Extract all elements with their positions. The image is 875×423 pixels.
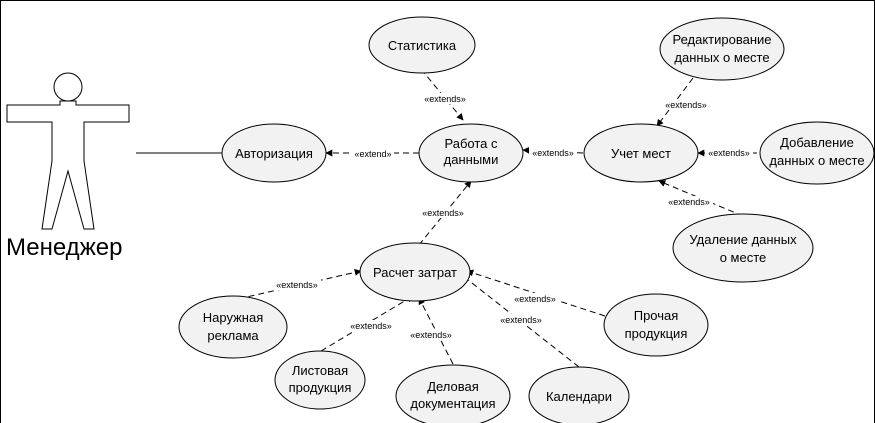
actor-body [6, 100, 130, 230]
use-case-udalen[interactable]: Удаление данных о месте [672, 213, 814, 283]
stereo-uchet: «extends» [532, 148, 574, 158]
stereo-redakt: «extends» [665, 100, 707, 110]
use-case-label: Прочая [634, 308, 679, 323]
use-case-label: документация [410, 396, 495, 411]
use-case-kalend[interactable]: Календари [528, 366, 630, 423]
use-case-label: Календари [546, 389, 612, 404]
use-case-label: Листовая [292, 363, 348, 378]
stereo-statistika: «extends» [424, 94, 466, 104]
stereo-udalen: «extends» [668, 197, 710, 207]
stereotype-labels: «extends» «extend» «extends» «extends» «… [273, 93, 753, 340]
use-case-label: данными [444, 152, 499, 167]
use-case-raschet[interactable]: Расчет затрат [359, 242, 471, 302]
use-case-avtorizatsiya[interactable]: Авторизация [221, 123, 327, 183]
stereo-listov: «extends» [350, 321, 392, 331]
use-case-label: данных о месте [674, 50, 769, 65]
rel-naruzh-raschet [228, 268, 362, 302]
use-case-label: Авторизация [235, 146, 313, 161]
use-case-naruzh[interactable]: Наружная реклама [178, 295, 288, 359]
stereo-avtorizatsiya: «extend» [354, 149, 391, 159]
use-case-label: Учет мест [611, 146, 671, 161]
rel-delov-raschet [418, 297, 454, 365]
stereo-delov: «extends» [410, 330, 452, 340]
use-case-redakt[interactable]: Редактирование данных о месте [659, 17, 785, 81]
stereo-prochaya: «extends» [514, 294, 556, 304]
use-case-label: Работа с [444, 136, 498, 151]
use-case-label: данных о месте [769, 153, 864, 168]
use-case-dobavl[interactable]: Добавление данных о месте [759, 121, 874, 185]
use-case-label: продукция [625, 326, 688, 341]
use-case-label: продукция [289, 380, 352, 395]
use-case-delov[interactable]: Деловая документация [395, 364, 511, 423]
use-case-label: Деловая [427, 379, 479, 394]
use-case-prochaya[interactable]: Прочая продукция [603, 293, 709, 357]
actor-figure[interactable] [6, 72, 130, 230]
use-case-uchet[interactable]: Учет мест [583, 123, 699, 183]
stereo-raschet: «extends» [422, 208, 464, 218]
use-case-statistika[interactable]: Статистика [368, 16, 476, 74]
actor-name: Менеджер [6, 234, 122, 261]
use-case-label: Расчет затрат [373, 265, 457, 280]
use-case-label: Удаление данных [689, 232, 797, 247]
use-case-label: Статистика [388, 38, 457, 53]
use-case-listov[interactable]: Листовая продукция [274, 350, 366, 410]
stereo-kalend: «extends» [500, 315, 542, 325]
use-case-rabota[interactable]: Работа с данными [418, 123, 524, 183]
use-case-label: Редактирование [672, 32, 771, 47]
use-case-label: реклама [207, 328, 259, 343]
use-case-label: Добавление [780, 135, 854, 150]
use-case-label: Наружная [203, 310, 264, 325]
actor-head [53, 72, 83, 102]
use-case-label: о месте [720, 250, 767, 265]
stereo-naruzh: «extends» [276, 280, 318, 290]
stereo-dobavl: «extends» [708, 148, 750, 158]
